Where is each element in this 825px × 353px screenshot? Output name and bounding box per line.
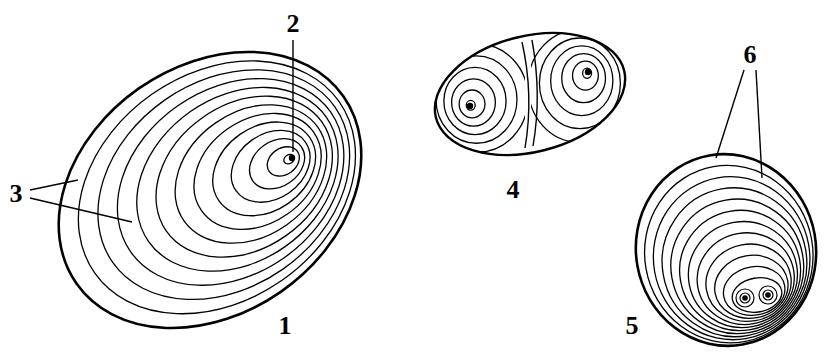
growth-layer: [172, 90, 344, 254]
growth-layer: [551, 46, 613, 116]
grain-outline: [422, 14, 638, 173]
growth-layer: [282, 152, 296, 166]
growth-layer: [736, 289, 754, 307]
growth-layer: [452, 79, 496, 126]
callout-number: 6: [744, 42, 757, 68]
growth-layer: [573, 61, 599, 90]
hilum: [765, 292, 771, 298]
leader-line: [716, 70, 744, 158]
growth-layer: [428, 44, 525, 152]
growth-layer: [444, 67, 506, 134]
simple-grain: [5, 0, 414, 353]
hilum: [289, 155, 295, 161]
leader-line: [30, 180, 78, 190]
growth-layer: [621, 140, 825, 353]
hilum: [467, 103, 473, 109]
leader-line: [292, 40, 293, 152]
callout-number: 1: [279, 313, 292, 339]
hilum: [742, 295, 748, 301]
growth-layer: [54, 22, 394, 347]
compound-grain: [422, 14, 638, 173]
leader-line: [30, 198, 132, 222]
growth-layer: [729, 274, 784, 316]
growth-layer: [759, 286, 777, 304]
growth-layer: [466, 100, 475, 110]
division-line: [522, 42, 529, 148]
callout-number: 5: [626, 313, 639, 339]
growth-layer: [583, 68, 592, 78]
semi-compound-grain: [621, 140, 825, 353]
growth-layer: [5, 0, 414, 353]
growth-layer: [262, 141, 305, 182]
growth-layer: [30, 9, 405, 353]
callout-number: 2: [287, 11, 300, 37]
growth-layer: [531, 30, 628, 142]
growth-layer: [101, 49, 373, 309]
growth-layer: [459, 90, 485, 118]
leader-lines: [30, 40, 762, 222]
growth-layer: [77, 36, 383, 328]
growth-layer: [436, 56, 517, 143]
growth-layer: [562, 54, 606, 103]
growth-layer: [217, 116, 323, 217]
growth-layer: [740, 293, 750, 303]
growth-layer: [763, 290, 773, 300]
callout-number: 3: [10, 181, 23, 207]
hilum: [585, 69, 591, 75]
callout-number: 4: [507, 177, 520, 203]
growth-layer: [125, 63, 364, 290]
leader-line: [756, 70, 762, 178]
division-line: [532, 40, 537, 146]
